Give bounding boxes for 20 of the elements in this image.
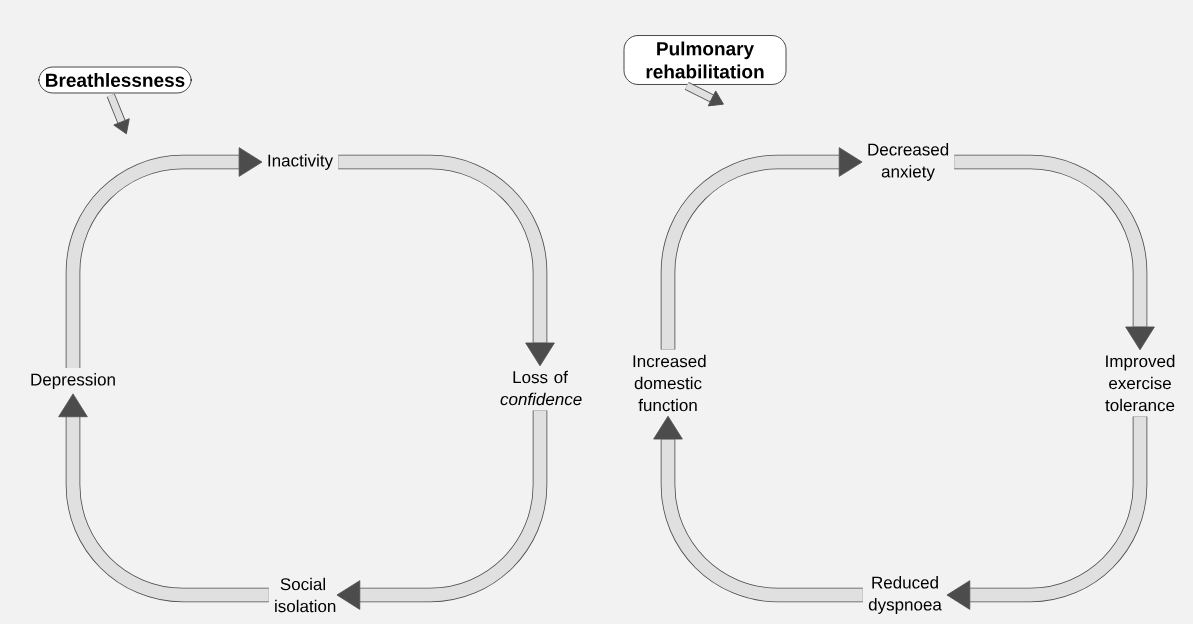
- node-label: Reduced dyspnoea: [868, 576, 942, 614]
- rounded-box: Pulmonary rehabilitation: [623, 35, 787, 85]
- rounded-box: Breathlessness: [38, 66, 192, 94]
- node-label: Increased domestic function: [633, 354, 706, 412]
- node-label: Inactivity: [268, 154, 334, 170]
- curved-arrow: [338, 154, 555, 367]
- node-label: Decreased anxiety: [868, 143, 949, 181]
- arrow: [106, 93, 130, 135]
- curved-arrow: [653, 415, 863, 603]
- curved-arrow: [65, 147, 263, 368]
- node-label: Improved exercise tolerance: [1105, 354, 1175, 412]
- arrow: [684, 81, 724, 107]
- curved-arrow: [946, 416, 1148, 610]
- curved-arrow: [954, 154, 1155, 351]
- node-label: Social isolation: [275, 577, 336, 613]
- node-label: Depression: [31, 373, 115, 389]
- node-label: Loss of confidence: [500, 370, 582, 406]
- curved-arrow: [336, 410, 548, 610]
- curved-arrow: [660, 147, 863, 350]
- curved-arrow: [58, 393, 269, 603]
